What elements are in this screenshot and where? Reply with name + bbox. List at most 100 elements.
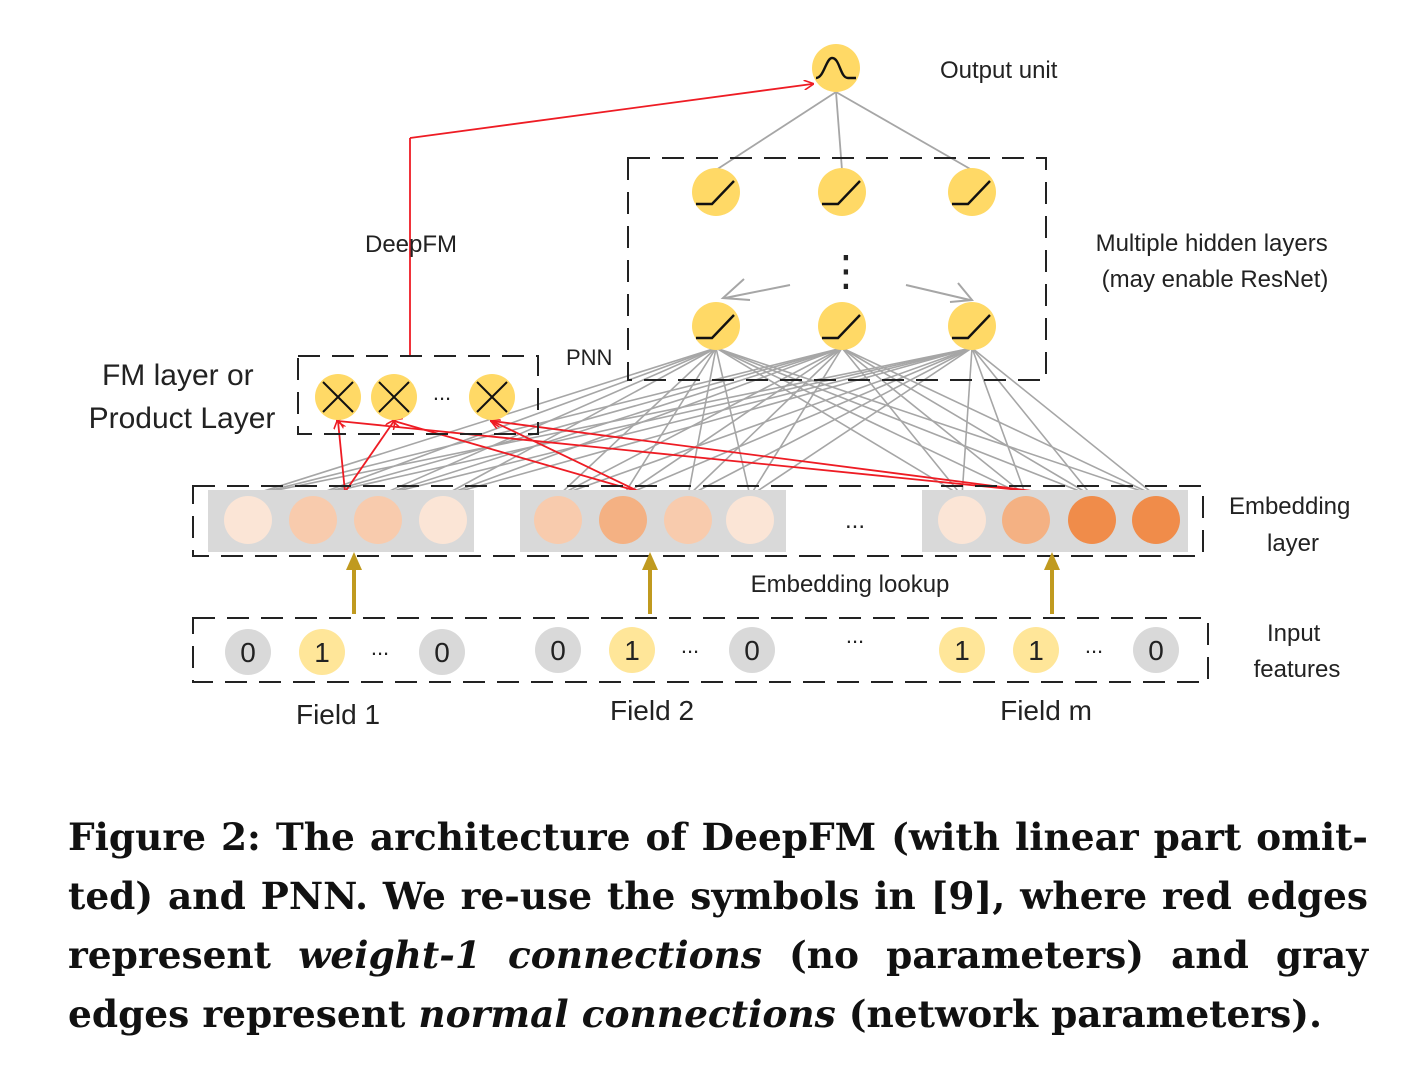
fields-ellipsis: ... xyxy=(846,623,864,648)
fm-layer-label: FM layer or Product Layer xyxy=(89,359,276,435)
feature-ellipsis: ... xyxy=(681,633,699,658)
output-neuron xyxy=(812,44,860,92)
gray-edge xyxy=(715,347,963,497)
embedding-lookup-label: Embedding lookup xyxy=(751,571,950,598)
hidden-arrow-left-head xyxy=(720,278,751,301)
embedding-neuron xyxy=(599,496,647,544)
feature-node xyxy=(225,629,271,675)
gray-edge xyxy=(715,347,1093,497)
feature-value: 0 xyxy=(1148,635,1164,666)
gray-edge xyxy=(247,347,843,497)
feature-node xyxy=(729,627,775,673)
gray-edge xyxy=(312,347,843,497)
gray-edge xyxy=(312,347,973,497)
deepfm-label: DeepFM xyxy=(365,231,457,258)
gray-edge xyxy=(247,347,717,497)
figure-caption: Figure 2: The architecture of DeepFM (wi… xyxy=(68,808,1368,1044)
gray-edge xyxy=(971,347,1157,497)
red-edge xyxy=(338,421,1041,493)
embedding-neuron xyxy=(664,496,712,544)
fm-layer-box xyxy=(297,355,539,435)
hidden-layers-label: Multiple hidden layers (may enable ResNe… xyxy=(1096,230,1335,293)
gray-edge xyxy=(622,347,973,497)
hidden-vertical-dots: ⋮ xyxy=(825,247,867,294)
hidden-arrow-right xyxy=(905,284,971,301)
caption-emphasis-weight-1: weight-1 connections xyxy=(298,933,762,977)
hidden-neurons xyxy=(692,168,996,350)
output-unit-label: Output unit xyxy=(940,57,1058,84)
red-edges xyxy=(338,84,1041,493)
feature-value: 0 xyxy=(550,635,566,666)
embedding-neuron xyxy=(726,496,774,544)
feature-value: 1 xyxy=(624,635,640,666)
feature-value: 1 xyxy=(954,635,970,666)
sigmoid-icon xyxy=(815,56,856,80)
feature-node xyxy=(609,627,655,673)
embedding-neuron xyxy=(938,496,986,544)
gray-edge xyxy=(622,347,717,497)
caption-text-1: Figure 2: The architecture of DeepFM (wi… xyxy=(68,815,1368,977)
feature-value: 0 xyxy=(240,637,256,668)
red-edge xyxy=(409,84,812,139)
gray-edges xyxy=(247,91,1157,497)
embedding-neuron xyxy=(354,496,402,544)
embedding-neuron xyxy=(224,496,272,544)
gray-edge xyxy=(687,347,973,497)
red-edge xyxy=(344,421,394,493)
feature-node xyxy=(1013,627,1059,673)
feature-value: 1 xyxy=(1028,635,1044,666)
feature-value: 0 xyxy=(434,637,450,668)
hidden-neuron xyxy=(692,168,740,216)
feature-value: 1 xyxy=(314,637,330,668)
hidden-arrow-right-head xyxy=(949,282,974,303)
hidden-neuron xyxy=(948,168,996,216)
gray-edge xyxy=(557,347,717,497)
gray-edge xyxy=(971,347,1093,497)
feature-node xyxy=(419,629,465,675)
hidden-arrow-left xyxy=(724,284,791,299)
embedding-layer-label: Embedding layer xyxy=(1229,493,1357,557)
gray-edge xyxy=(715,347,1027,497)
gray-edge xyxy=(377,347,973,497)
red-edge xyxy=(338,421,346,493)
feature-ellipsis: ... xyxy=(1085,633,1103,658)
caption-text-2: (no parameters) and gray edges represent xyxy=(68,933,1368,1036)
input-features-box xyxy=(192,617,1209,683)
architecture-diagram: ... Embedding lookup 0 1 ... 0 0 1 ... 0… xyxy=(89,44,1357,730)
red-edge xyxy=(492,421,641,493)
caption-text-3: (network parameters). xyxy=(835,992,1323,1036)
gray-edge xyxy=(557,347,973,497)
product-neuron xyxy=(469,374,515,420)
feature-node xyxy=(1133,627,1179,673)
gray-edge xyxy=(687,347,717,497)
red-edge xyxy=(394,421,641,493)
hidden-neuron xyxy=(692,302,740,350)
embedding-neuron xyxy=(1002,496,1050,544)
embedding-neuron xyxy=(1132,496,1180,544)
gray-edge xyxy=(715,347,1157,497)
hidden-neuron xyxy=(818,302,866,350)
hidden-neuron xyxy=(818,168,866,216)
embedding-neuron xyxy=(289,496,337,544)
gray-edge xyxy=(557,347,843,497)
gray-edge xyxy=(971,347,1027,497)
product-ellipsis: ... xyxy=(433,380,451,405)
gray-edge xyxy=(749,347,973,497)
embedding-neuron xyxy=(534,496,582,544)
red-edge xyxy=(492,421,1041,493)
hidden-neuron xyxy=(948,302,996,350)
embedding-neuron xyxy=(1068,496,1116,544)
input-features: 0 1 ... 0 0 1 ... 0 ... 1 1 ... 0 xyxy=(225,623,1179,675)
gray-edge xyxy=(312,347,717,497)
hidden-layers-box xyxy=(627,157,1047,381)
gray-edge xyxy=(247,347,973,497)
feature-node xyxy=(939,627,985,673)
embedding-neurons xyxy=(224,496,1180,544)
product-neurons: ... xyxy=(315,374,515,420)
embedding-ellipsis: ... xyxy=(845,507,865,534)
product-neuron xyxy=(315,374,361,420)
embedding-neuron xyxy=(419,496,467,544)
embedding-layer-box xyxy=(192,485,1204,557)
input-features-label: Input features xyxy=(1254,620,1341,683)
field-1-label: Field 1 xyxy=(296,699,380,730)
